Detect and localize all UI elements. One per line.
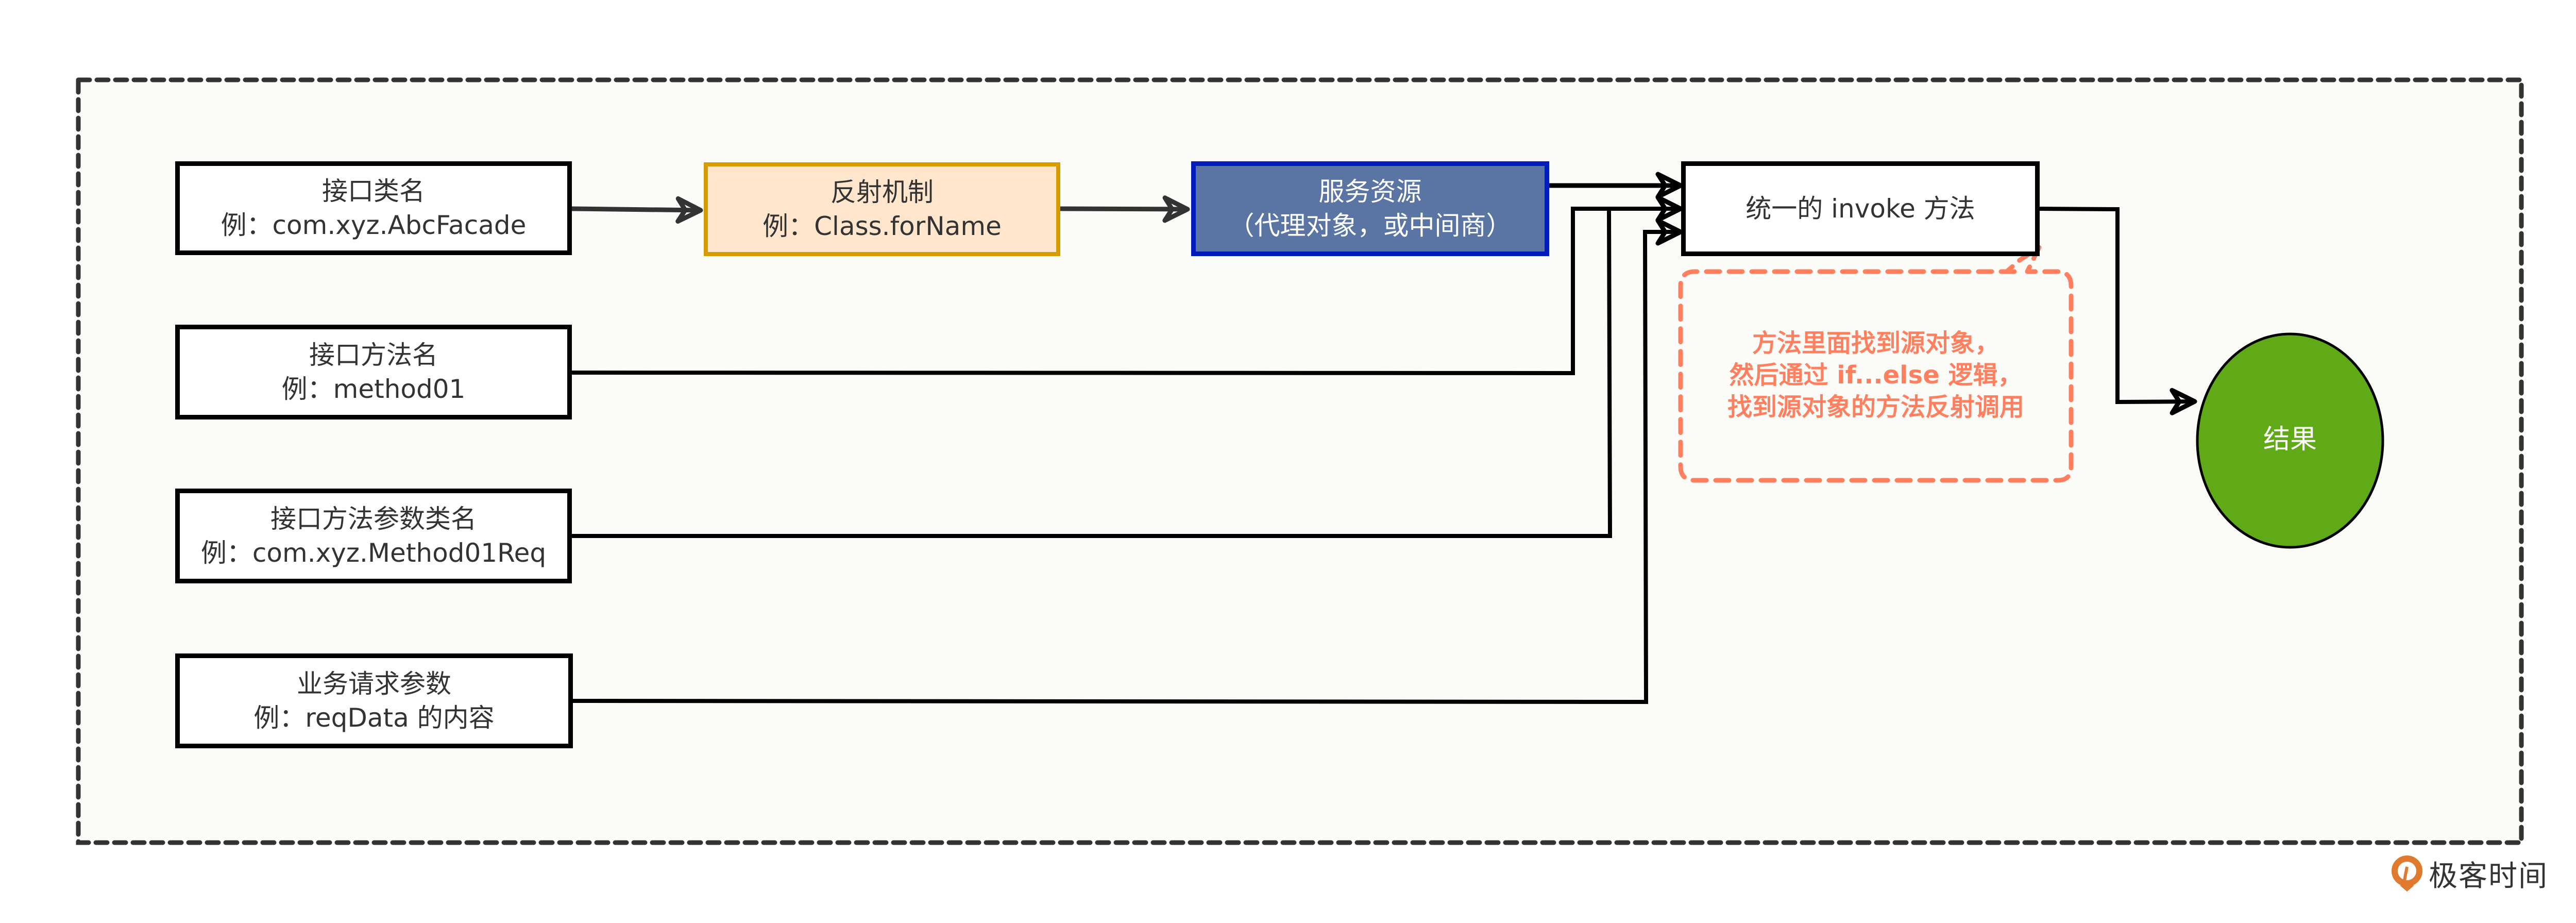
node-title: 接口方法参数类名 bbox=[270, 504, 477, 534]
node-invoke-method: 统一的 invoke 方法 bbox=[1681, 161, 2040, 256]
node-service-resource: 服务资源 （代理对象，或中间商） bbox=[1191, 161, 1549, 256]
geektime-logo-icon bbox=[2392, 855, 2422, 892]
edge-param-class-to-invoke bbox=[571, 208, 1613, 538]
node-title: 接口类名 bbox=[322, 176, 425, 206]
brand-logo: 极客时间 bbox=[2391, 853, 2548, 895]
edge-interface-class-to-reflection bbox=[570, 196, 703, 224]
callout-note: 方法里面找到源对象， 然后通过 if...else 逻辑， 找到源对象的方法反射… bbox=[1681, 271, 2071, 479]
node-title: 业务请求参数 bbox=[297, 669, 451, 699]
node-example: 例：method01 bbox=[281, 374, 466, 404]
node-method-name: 接口方法名 例：method01 bbox=[175, 325, 572, 419]
node-example: 例：com.xyz.AbcFacade bbox=[221, 210, 527, 240]
node-reflection: 反射机制 例：Class.forName bbox=[704, 162, 1060, 256]
node-example: 例：com.xyz.Method01Req bbox=[200, 538, 547, 568]
node-interface-class: 接口类名 例：com.xyz.AbcFacade bbox=[175, 161, 572, 255]
result-label: 结果 bbox=[2263, 424, 2317, 455]
callout-line: 找到源对象的方法反射调用 bbox=[1727, 392, 2024, 422]
node-example: 例：Class.forName bbox=[762, 211, 1002, 241]
node-title: 接口方法名 bbox=[309, 340, 438, 370]
brand-logo-text: 极客时间 bbox=[2429, 860, 2548, 893]
node-example: 例：reqData 的内容 bbox=[253, 703, 495, 733]
node-request-param: 业务请求参数 例：reqData 的内容 bbox=[175, 653, 573, 748]
edge-method-name-to-invoke bbox=[570, 195, 1683, 376]
result-circle bbox=[2196, 332, 2384, 549]
node-title: 服务资源 bbox=[1318, 177, 1422, 207]
callout-border bbox=[1678, 245, 2074, 483]
node-subtitle: （代理对象，或中间商） bbox=[1228, 211, 1512, 241]
node-title: 统一的 invoke 方法 bbox=[1745, 194, 1975, 224]
callout-line: 方法里面找到源对象， bbox=[1752, 328, 1999, 358]
node-param-class: 接口方法参数类名 例：com.xyz.Method01Req bbox=[175, 489, 572, 583]
edge-request-param-to-invoke bbox=[570, 218, 1683, 704]
edge-invoke-to-result bbox=[2037, 207, 2197, 415]
node-title: 反射机制 bbox=[831, 177, 934, 207]
outer-dashed-frame bbox=[76, 77, 2524, 845]
callout-line: 然后通过 if...else 逻辑， bbox=[1729, 360, 2023, 390]
